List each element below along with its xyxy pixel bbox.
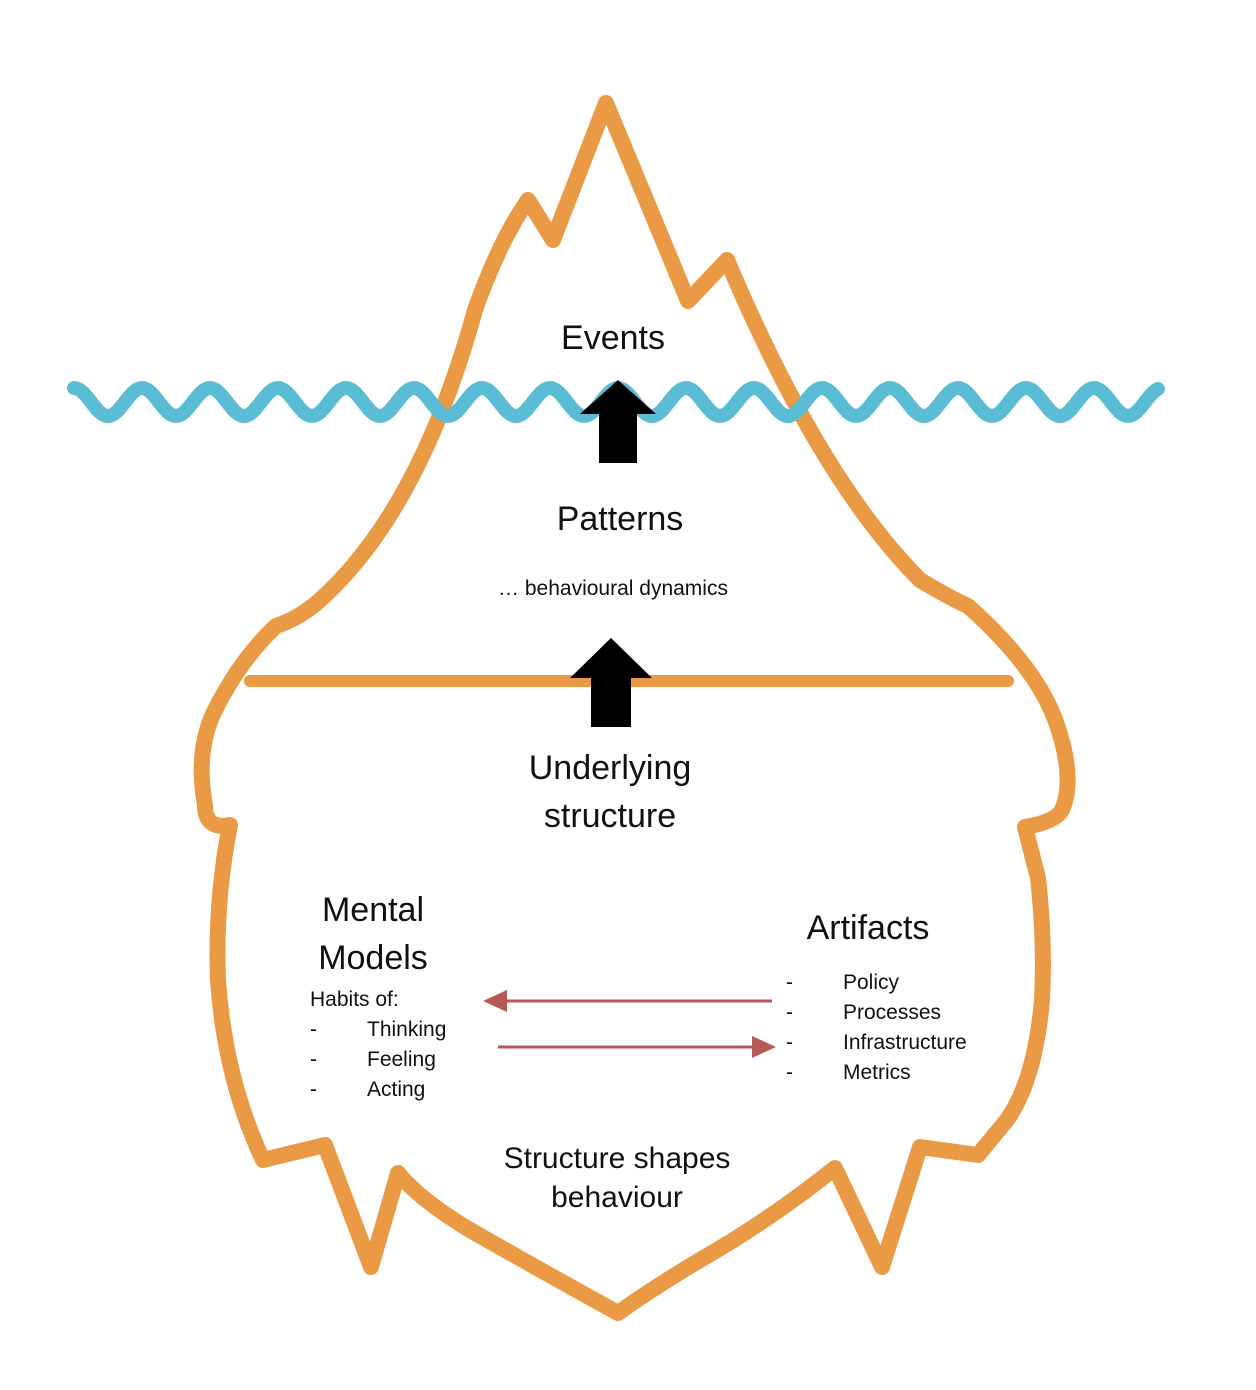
list-item-text: Infrastructure <box>843 1031 967 1054</box>
list-dash: - <box>786 971 793 994</box>
patterns-label: Patterns <box>556 500 684 538</box>
up-arrow-icon <box>570 638 652 727</box>
habits-heading: Habits of: <box>310 988 399 1011</box>
list-item-text: Feeling <box>367 1048 436 1071</box>
list-dash: - <box>786 1031 793 1054</box>
list-item-text: Acting <box>367 1078 426 1101</box>
list-item: - Feeling <box>310 1045 510 1075</box>
list-dash: - <box>786 1061 793 1084</box>
up-arrow-icon <box>580 380 656 463</box>
iceberg-outline <box>193 95 1076 1321</box>
list-item: - Infrastructure <box>786 1028 1006 1058</box>
mental-models-label-line1: Mental <box>321 891 425 929</box>
list-dash: - <box>310 1078 317 1101</box>
patterns-subtitle: … behavioural dynamics <box>498 577 728 600</box>
list-item: - Processes <box>786 998 1006 1028</box>
artifacts-list: - Policy - Processes - Infrastructure - … <box>786 968 1006 1088</box>
underlying-label-line1: Underlying <box>528 749 692 787</box>
habits-list: - Thinking - Feeling - Acting <box>310 1015 510 1105</box>
underlying-label-line2: structure <box>543 797 677 835</box>
list-dash: - <box>786 1001 793 1024</box>
footer-label-line2: behaviour <box>551 1181 683 1214</box>
right-arrow-icon <box>752 1036 776 1058</box>
artifacts-label: Artifacts <box>806 909 930 947</box>
list-item: - Thinking <box>310 1015 510 1045</box>
list-item: - Policy <box>786 968 1006 998</box>
list-item-text: Metrics <box>843 1061 911 1084</box>
list-item-text: Policy <box>843 971 900 994</box>
left-arrow-icon <box>483 990 507 1012</box>
list-item-text: Thinking <box>367 1018 447 1041</box>
footer-label-line1: Structure shapes <box>503 1142 731 1175</box>
list-dash: - <box>310 1048 317 1071</box>
list-item: - Metrics <box>786 1058 1006 1088</box>
mental-models-label-line2: Models <box>318 939 428 977</box>
list-dash: - <box>310 1018 317 1041</box>
events-label: Events <box>561 319 665 357</box>
list-item-text: Processes <box>843 1001 942 1024</box>
list-item: - Acting <box>310 1075 510 1105</box>
